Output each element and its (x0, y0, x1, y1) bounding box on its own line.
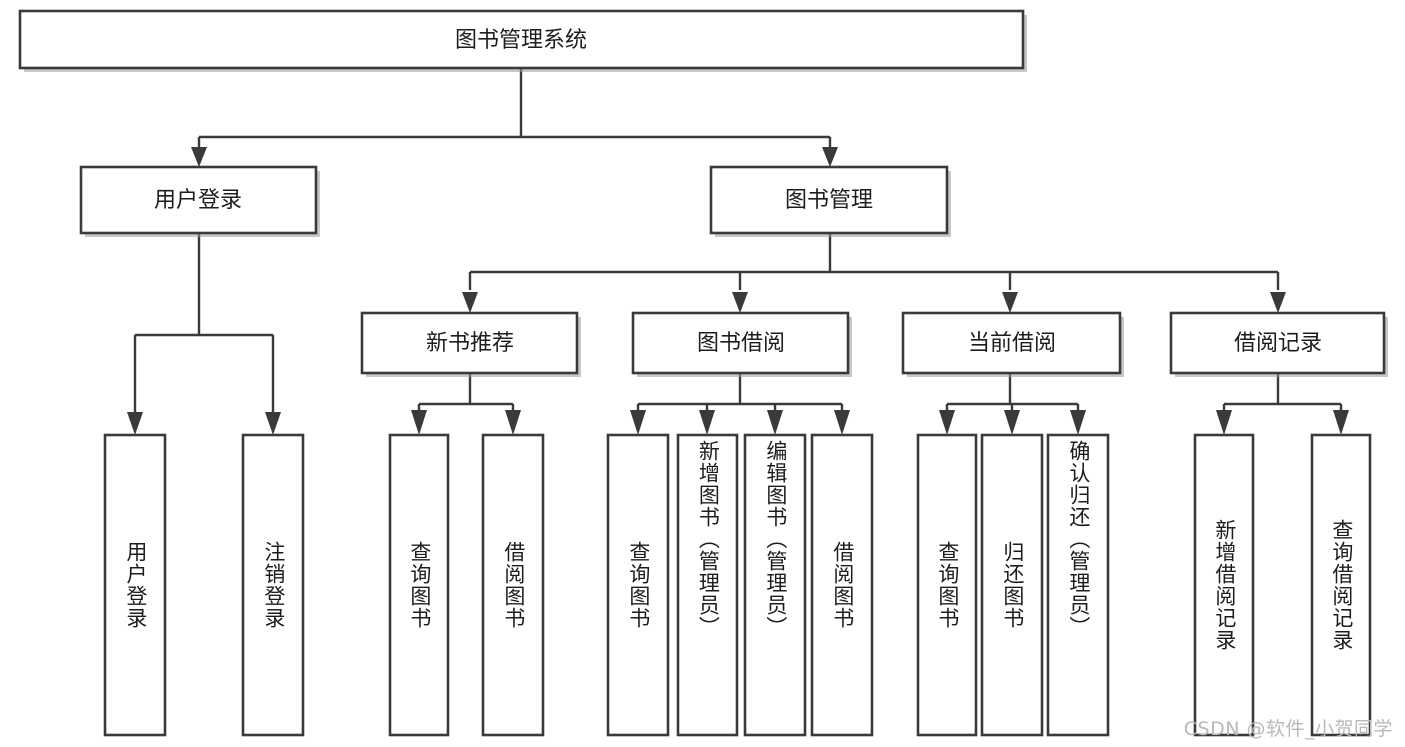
node-current-borrow[interactable]: 当前借阅 (901, 311, 1124, 377)
leaf-newbook-borrow-book-box[interactable] (481, 433, 545, 737)
leaf-bookborrow-add-book[interactable]: 新增图书（管理员） (676, 433, 739, 737)
connector-borrowrecords-to-leaves (1222, 373, 1343, 412)
connector-currentborrow-to-leaves (945, 373, 1080, 412)
book-borrow-label: 图书借阅 (697, 331, 785, 356)
arrow-currentborrow-leaf-1 (939, 410, 955, 435)
arrow-bookborrow-leaf-4 (834, 410, 850, 435)
leaf-newbook-query-book-label: 查询图书 (407, 541, 432, 629)
connector-root-to-level2 (197, 68, 832, 155)
root-label: 图书管理系统 (455, 28, 587, 53)
arrow-borrowrecords-leaf-1 (1216, 410, 1232, 435)
arrow-newbook-leaf-2 (505, 410, 521, 435)
leaf-newbook-query-book-box[interactable] (388, 433, 450, 737)
leaf-currentborrow-query-book[interactable]: 查询图书 (916, 433, 978, 737)
leaf-borrowrecords-query-record[interactable]: 查询借阅记录 (1310, 433, 1372, 737)
leaf-bookborrow-edit-book-box[interactable] (743, 433, 807, 737)
book-borrow-box[interactable] (631, 311, 850, 375)
arrow-to-new-book-recommend (462, 292, 478, 313)
node-book-manage[interactable]: 图书管理 (709, 165, 951, 237)
arrow-to-borrow-records (1270, 292, 1286, 313)
leaf-currentborrow-query-book-box[interactable] (916, 433, 978, 737)
leaf-newbook-borrow-book-label: 借阅图书 (501, 541, 526, 629)
leaf-logout[interactable]: 注销登录 (241, 433, 305, 737)
arrow-borrowrecords-leaf-2 (1333, 410, 1349, 435)
arrow-currentborrow-leaf-3 (1070, 410, 1086, 435)
leaf-user-login-label: 用户登录 (123, 541, 148, 629)
leaf-logout-label: 注销登录 (261, 541, 286, 629)
root-box[interactable] (18, 9, 1025, 70)
leaf-bookborrow-add-book-box[interactable] (676, 433, 739, 737)
arrow-root-to-user-login (191, 147, 207, 167)
user-login-box[interactable] (79, 165, 318, 235)
leaf-bookborrow-borrow-book[interactable]: 借阅图书 (810, 433, 874, 737)
node-borrow-records[interactable]: 借阅记录 (1169, 311, 1388, 377)
arrow-root-to-book-manage (822, 147, 838, 167)
leaf-bookborrow-edit-book-label: 编辑图书（管理员） (763, 440, 788, 638)
leaf-bookborrow-edit-book[interactable]: 编辑图书（管理员） (743, 433, 807, 737)
leaf-user-login[interactable]: 用户登录 (103, 433, 167, 737)
leaf-currentborrow-return-book-box[interactable] (980, 433, 1044, 737)
arrow-bookborrow-leaf-2 (699, 410, 715, 435)
leaf-currentborrow-confirm-return[interactable]: 确认归还（管理员） (1046, 433, 1110, 737)
leaf-borrowrecords-query-record-box[interactable] (1310, 433, 1372, 737)
leaf-currentborrow-query-book-label: 查询图书 (935, 541, 960, 629)
leaf-currentborrow-return-book-label: 归还图书 (1000, 541, 1025, 629)
leaf-logout-box[interactable] (241, 433, 305, 737)
leaf-borrowrecords-add-record-box[interactable] (1193, 433, 1255, 737)
arrow-to-leaf-user-login (127, 412, 143, 435)
arrow-newbook-leaf-1 (411, 410, 427, 435)
new-book-recommend-box[interactable] (360, 311, 579, 375)
leaf-newbook-borrow-book[interactable]: 借阅图书 (481, 433, 545, 737)
connector-newbook-to-leaves (417, 373, 515, 412)
arrow-to-book-borrow (732, 292, 748, 313)
leaf-bookborrow-query-book-label: 查询图书 (626, 541, 651, 629)
arrow-to-current-borrow (1002, 292, 1018, 313)
node-root[interactable]: 图书管理系统 (18, 9, 1027, 72)
connectors-group (127, 68, 1349, 435)
node-book-borrow[interactable]: 图书借阅 (631, 311, 852, 377)
borrow-records-label: 借阅记录 (1234, 331, 1322, 356)
connector-userlogin-to-leaves (133, 233, 275, 412)
leaf-borrowrecords-query-record-label: 查询借阅记录 (1329, 519, 1354, 651)
arrow-to-leaf-logout (265, 412, 281, 435)
leaf-currentborrow-return-book[interactable]: 归还图书 (980, 433, 1044, 737)
leaf-newbook-query-book[interactable]: 查询图书 (388, 433, 450, 737)
arrow-bookborrow-leaf-1 (630, 410, 646, 435)
leaf-user-login-box[interactable] (103, 433, 167, 737)
arrow-currentborrow-leaf-2 (1004, 410, 1020, 435)
arrow-bookborrow-leaf-3 (767, 410, 783, 435)
current-borrow-box[interactable] (901, 311, 1122, 375)
book-manage-box[interactable] (709, 165, 949, 235)
leaf-bookborrow-query-book-box[interactable] (606, 433, 670, 737)
node-user-login[interactable]: 用户登录 (79, 165, 320, 237)
borrow-records-box[interactable] (1169, 311, 1386, 375)
leaf-currentborrow-confirm-return-label: 确认归还（管理员） (1066, 440, 1091, 638)
connector-bookmanage-to-level3 (468, 233, 1280, 290)
user-login-label: 用户登录 (154, 188, 242, 213)
leaf-bookborrow-add-book-label: 新增图书（管理员） (696, 440, 721, 638)
current-borrow-label: 当前借阅 (968, 331, 1056, 356)
leaf-borrowrecords-add-record[interactable]: 新增借阅记录 (1193, 433, 1255, 737)
book-manage-label: 图书管理 (785, 188, 873, 213)
new-book-recommend-label: 新书推荐 (426, 331, 514, 356)
connector-bookborrow-to-leaves (636, 373, 844, 412)
leaf-borrowrecords-add-record-label: 新增借阅记录 (1212, 519, 1237, 651)
leaf-bookborrow-query-book[interactable]: 查询图书 (606, 433, 670, 737)
leaf-bookborrow-borrow-book-box[interactable] (810, 433, 874, 737)
node-new-book-recommend[interactable]: 新书推荐 (360, 311, 581, 377)
leaf-currentborrow-confirm-return-box[interactable] (1046, 433, 1110, 737)
leaf-bookborrow-borrow-book-label: 借阅图书 (830, 541, 855, 629)
